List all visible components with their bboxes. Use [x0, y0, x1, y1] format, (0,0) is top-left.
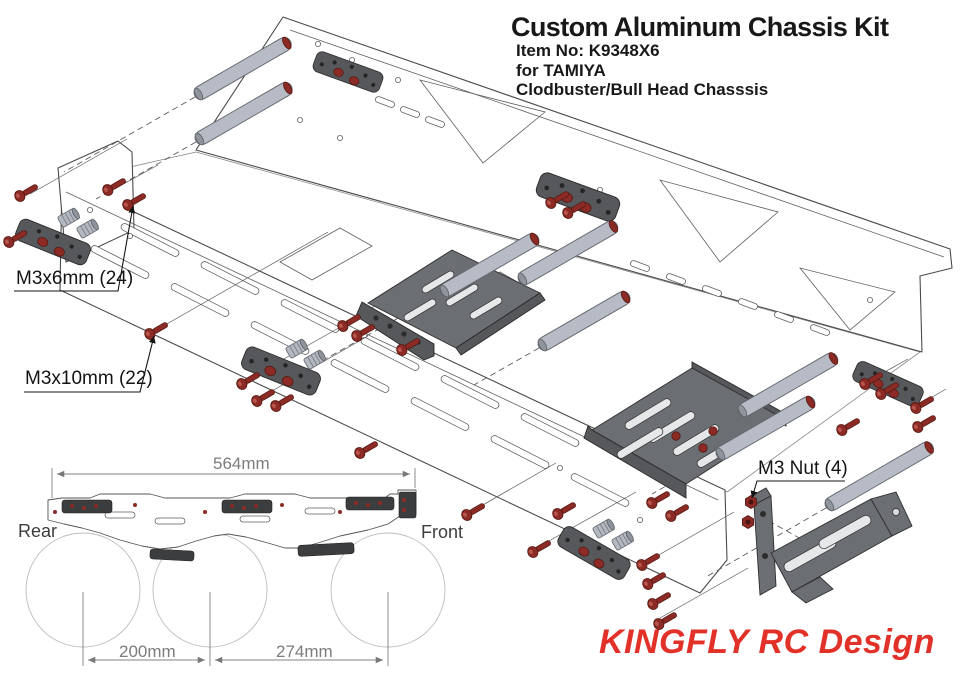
side-profile-view [25, 489, 446, 648]
near-plate-slots [90, 223, 630, 507]
battery-tray [583, 361, 787, 499]
chassis-model: Clodbuster/Bull Head Chasssis [516, 80, 769, 99]
title-sub-block: Item No: K9348X6 for TAMIYA Clodbuster/B… [516, 41, 768, 100]
brand-logo: KINGFLY RC Design [599, 623, 935, 661]
dimension-rear-mid: 200mm [119, 642, 176, 661]
item-number: Item No: K9348X6 [516, 41, 660, 60]
dimension-overall-length: 564mm [213, 454, 270, 473]
wheels [25, 532, 446, 648]
callout-m3-nut: M3 Nut (4) [758, 458, 848, 479]
servo-bracket [749, 487, 913, 604]
callout-m3x10-screw: M3x10mm (22) [25, 368, 153, 389]
far-plate-slots [375, 96, 830, 336]
front-label: Front [421, 522, 464, 542]
callout-m3x6-screw: M3x6mm (24) [16, 268, 134, 289]
for-brand: for TAMIYA [516, 60, 606, 80]
aluminum-rods [193, 36, 934, 512]
callout-leader-lines [14, 205, 845, 499]
rear-label: Rear [18, 521, 58, 541]
page-title: Custom Aluminum Chassis Kit [511, 12, 889, 42]
near-side-plate [57, 140, 728, 594]
dimension-lines [51, 468, 416, 666]
dimension-mid-front: 274mm [276, 642, 333, 661]
profile-mounts [53, 491, 417, 562]
